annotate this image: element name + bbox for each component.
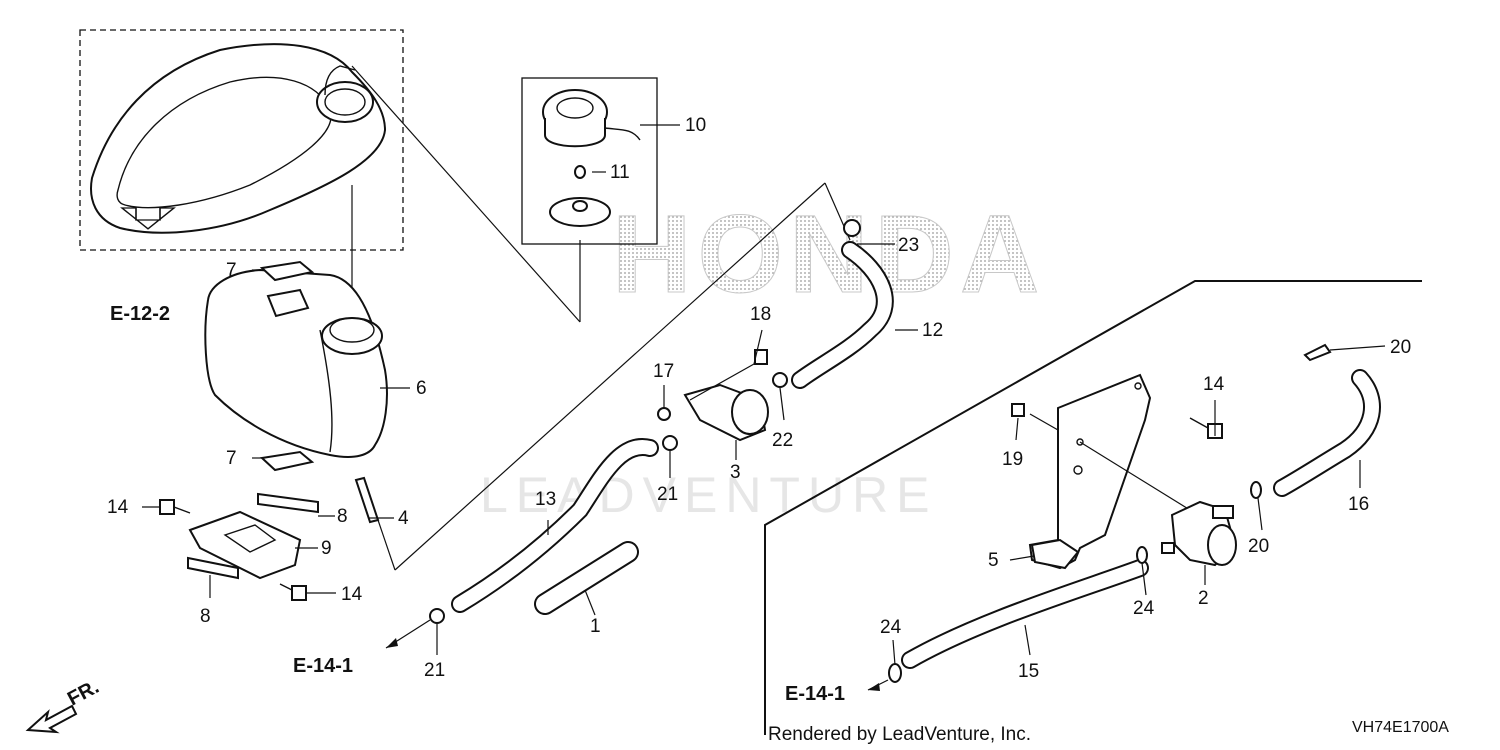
arrow-icon (386, 638, 398, 648)
callout-20-bottom[interactable]: 20 (1248, 536, 1269, 557)
callout-9[interactable]: 9 (321, 538, 332, 559)
callout-15[interactable]: 15 (1018, 661, 1039, 682)
outlet-leader (377, 519, 396, 571)
bracket-leader (1029, 413, 1059, 431)
callout-21-upper[interactable]: 21 (657, 484, 678, 505)
cover-to-cap-line (351, 65, 581, 323)
callout-8-upper[interactable]: 8 (337, 506, 348, 527)
callout-7-upper[interactable]: 7 (226, 260, 237, 281)
vendor-watermark: LEADVENTURE (480, 467, 938, 523)
callout-3[interactable]: 3 (730, 462, 741, 483)
callout-7-lower[interactable]: 7 (226, 448, 237, 469)
fuel-cap-box (521, 77, 658, 245)
callout-4[interactable]: 4 (398, 508, 409, 529)
clip-part[interactable] (1250, 481, 1262, 499)
reference-e-12-2[interactable]: E-12-2 (110, 303, 170, 325)
nut-part[interactable] (657, 407, 671, 421)
fuel-cap-part[interactable] (542, 89, 641, 148)
bolt-part[interactable] (1189, 417, 1223, 439)
tank-rubber-pad-lower[interactable] (259, 450, 315, 472)
cap-filter-part[interactable] (549, 197, 611, 227)
fuel-strainer-part[interactable] (683, 383, 769, 442)
callout-17[interactable]: 17 (653, 361, 674, 382)
callout-6[interactable]: 6 (416, 378, 427, 399)
rubber-strip-upper[interactable] (257, 492, 319, 514)
callout-13[interactable]: 13 (535, 489, 556, 510)
footer-credit: Rendered by LeadVenture, Inc. (768, 724, 1031, 745)
diagram-code: VH74E1700A (1352, 719, 1449, 736)
callout-23[interactable]: 23 (898, 235, 919, 256)
screw-part[interactable] (1011, 403, 1025, 417)
front-arrow-icon (25, 704, 78, 734)
rubber-strip-lower[interactable] (187, 556, 239, 580)
tank-outlet-part[interactable] (354, 476, 380, 524)
clip-part[interactable] (662, 435, 678, 451)
callout-18[interactable]: 18 (750, 304, 771, 325)
callout-21-lower[interactable]: 21 (424, 660, 445, 681)
callout-labels: 1 2 3 4 5 6 7 7 8 8 9 10 11 12 13 14 14 … (107, 115, 1411, 682)
callout-24-right[interactable]: 24 (1133, 598, 1155, 619)
reference-arrow-icon (120, 207, 176, 230)
bolt-part[interactable] (159, 499, 191, 515)
bracket-leader (1079, 441, 1191, 511)
callout-14-bottom[interactable]: 14 (341, 584, 363, 605)
callout-5[interactable]: 5 (988, 550, 999, 571)
tank-bracket-part[interactable] (188, 510, 302, 580)
callout-12[interactable]: 12 (922, 320, 943, 341)
bolt-part[interactable] (279, 583, 307, 601)
callout-8-lower[interactable]: 8 (200, 606, 211, 627)
tank-rubber-pad-upper[interactable] (259, 260, 315, 282)
callout-leaders (142, 124, 1386, 666)
callout-20-top[interactable]: 20 (1390, 337, 1411, 358)
reference-e-14-1-right[interactable]: E-14-1 (785, 683, 845, 705)
clip-part[interactable] (1136, 546, 1148, 564)
bracket-part[interactable] (1028, 373, 1152, 570)
callout-1[interactable]: 1 (590, 616, 601, 637)
clip-part[interactable] (1303, 343, 1332, 362)
reference-e-14-1-left[interactable]: E-14-1 (293, 655, 353, 677)
clip-part[interactable] (772, 372, 788, 388)
callout-14-right[interactable]: 14 (1203, 374, 1225, 395)
callout-16[interactable]: 16 (1348, 494, 1369, 515)
clip-part[interactable] (843, 219, 861, 237)
cap-gasket-part[interactable] (574, 165, 586, 179)
arrow-icon (868, 683, 880, 691)
fuel-cock-part[interactable] (1161, 500, 1237, 567)
brand-watermark: HONDA (612, 193, 1045, 316)
callout-22[interactable]: 22 (772, 430, 793, 451)
routing-line (394, 182, 826, 571)
clip-part[interactable] (888, 663, 902, 683)
strainer-leader (689, 363, 755, 401)
tank-cover-part[interactable] (90, 43, 387, 234)
callout-11[interactable]: 11 (610, 162, 630, 183)
assembly-boundary-line (764, 280, 1422, 735)
front-marker: FR. (64, 676, 103, 711)
callout-10[interactable]: 10 (685, 115, 706, 136)
clip-part[interactable] (429, 608, 445, 624)
fuel-tank-part[interactable] (204, 268, 388, 458)
cover-dashed-box (79, 29, 404, 251)
callout-14-left[interactable]: 14 (107, 497, 129, 518)
screw-part[interactable] (754, 349, 768, 365)
callout-24-left[interactable]: 24 (880, 617, 902, 638)
callout-2[interactable]: 2 (1198, 588, 1209, 609)
callout-19[interactable]: 19 (1002, 449, 1023, 470)
